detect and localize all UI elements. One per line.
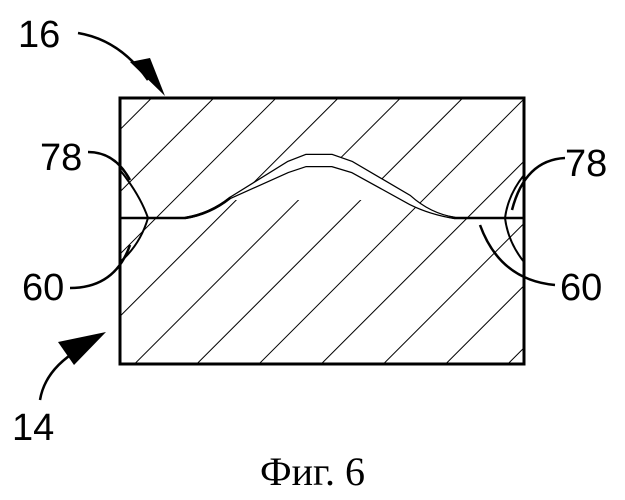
label-60-left: 60 xyxy=(22,267,64,309)
label-16: 16 xyxy=(18,14,60,56)
figure-caption: Фиг. 6 xyxy=(0,448,625,495)
label-14: 14 xyxy=(12,407,54,449)
label-78-right: 78 xyxy=(565,143,607,185)
label-78-left: 78 xyxy=(40,137,82,179)
label-60-right: 60 xyxy=(560,267,602,309)
arrow-16 xyxy=(130,58,165,96)
